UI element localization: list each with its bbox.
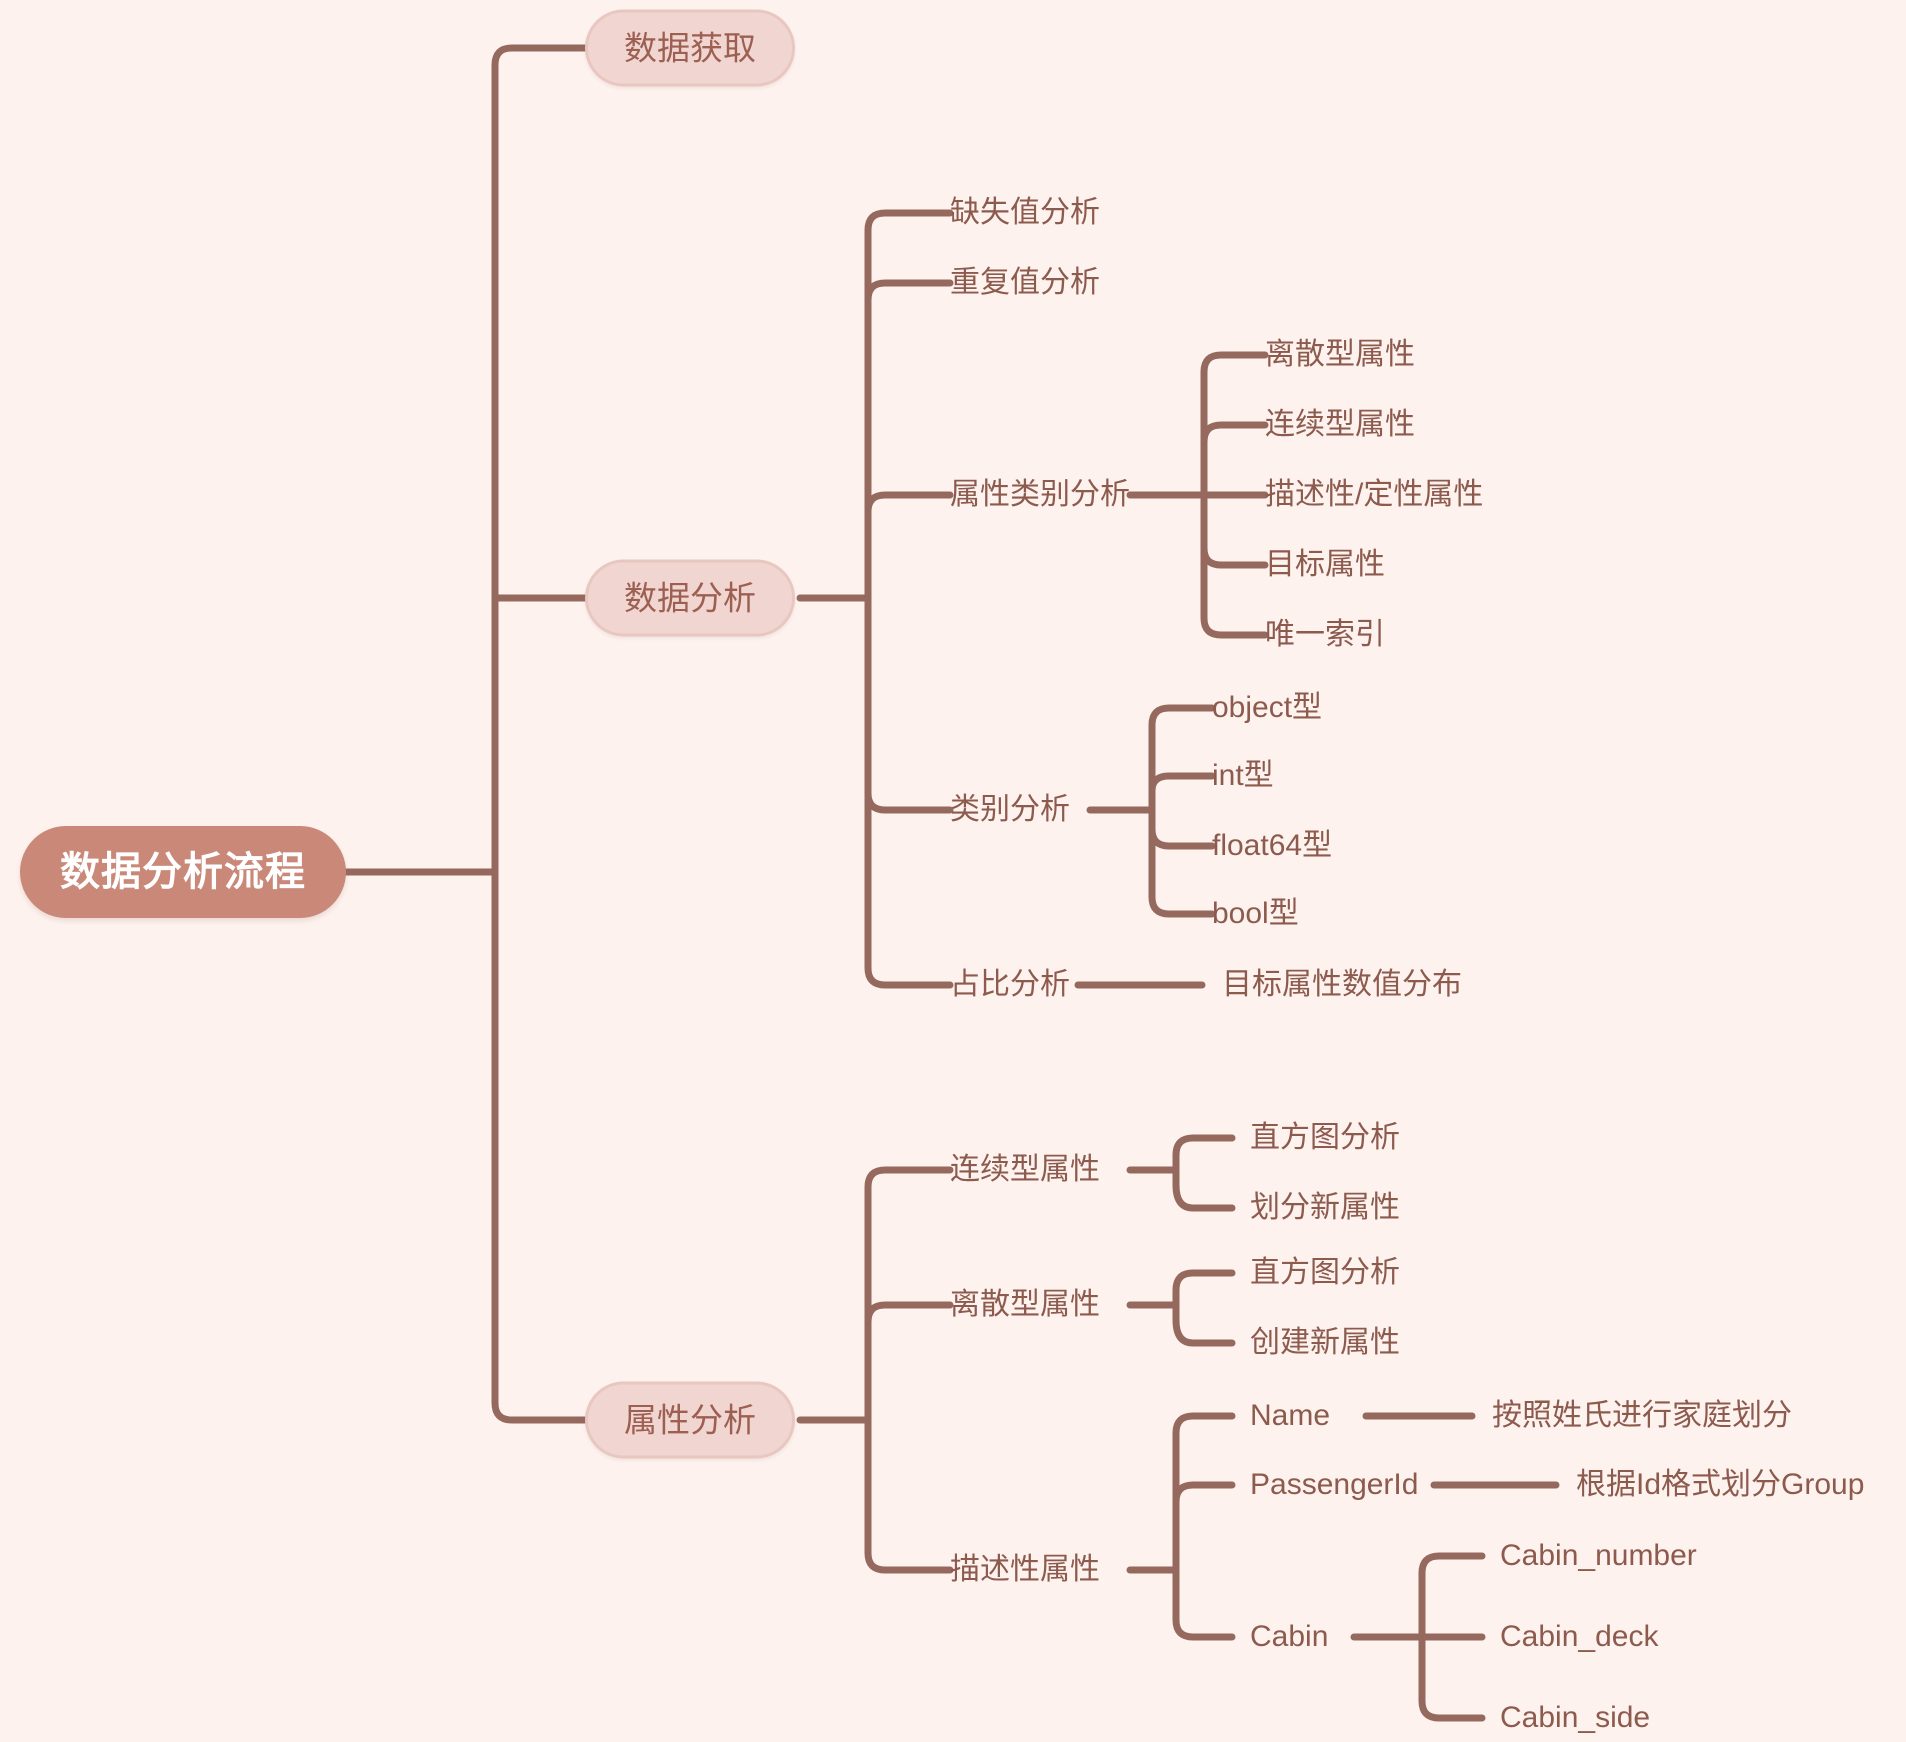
node-family-split-by-surname[interactable]: 按照姓氏进行家庭划分 <box>1492 1399 1792 1432</box>
node-object-type[interactable]: object型 <box>1212 691 1323 724</box>
wire-b1c3-g2 <box>1148 806 1216 850</box>
root-node[interactable]: 数据分析流程 <box>20 826 346 918</box>
node-target-attribute[interactable]: 目标属性 <box>1265 548 1385 581</box>
wire-b2c1-g0 <box>1172 1269 1236 1309</box>
node-histogram-analysis-continuous[interactable]: 直方图分析 <box>1250 1121 1400 1154</box>
node-continuous-attribute[interactable]: 连续型属性 <box>1265 408 1415 441</box>
wire-b2c0-g1 <box>1172 1166 1236 1212</box>
wire-cabin-h0 <box>1418 1552 1486 1641</box>
node-missing-value-analysis[interactable]: 缺失值分析 <box>950 196 1100 229</box>
node-cabin-number[interactable]: Cabin_number <box>1500 1539 1697 1572</box>
node-cabin-side[interactable]: Cabin_side <box>1500 1701 1651 1734</box>
wire-b1-c3 <box>864 594 954 814</box>
branch-node-attribute-analysis[interactable]: 属性分析 <box>585 1381 795 1459</box>
node-descriptive-qualitative-attribute[interactable]: 描述性/定性属性 <box>1265 478 1484 511</box>
node-bool-type[interactable]: bool型 <box>1212 897 1299 930</box>
wire-b1c2-g4 <box>1200 491 1269 639</box>
wire-trunk-b0 <box>491 44 589 876</box>
node-attr-descriptive-attribute[interactable]: 描述性属性 <box>950 1553 1100 1586</box>
wire-b1-c2 <box>864 491 954 602</box>
node-histogram-analysis-discrete[interactable]: 直方图分析 <box>1250 1256 1400 1289</box>
wire-trunk-b2 <box>491 868 589 1424</box>
wire-b2c1-g1 <box>1172 1301 1236 1347</box>
wire-b1-c4 <box>864 594 954 989</box>
wire-b2c2-g2 <box>1172 1566 1236 1641</box>
node-ratio-analysis[interactable]: 占比分析 <box>950 968 1070 1001</box>
node-passengerid-field[interactable]: PassengerId <box>1250 1468 1419 1501</box>
node-create-new-attribute[interactable]: 创建新属性 <box>1250 1326 1400 1359</box>
node-cabin-deck[interactable]: Cabin_deck <box>1500 1620 1659 1653</box>
node-divide-new-attribute[interactable]: 划分新属性 <box>1250 1191 1400 1224</box>
wire-b2c2-g1 <box>1172 1481 1236 1574</box>
branch-node-data-acquisition[interactable]: 数据获取 <box>585 9 795 87</box>
node-int-type[interactable]: int型 <box>1212 759 1274 792</box>
wire-b2-c1 <box>864 1301 954 1424</box>
wire-b1-c0 <box>864 209 954 602</box>
node-name-field[interactable]: Name <box>1250 1399 1331 1432</box>
node-unique-index[interactable]: 唯一索引 <box>1265 618 1385 651</box>
wire-b1c3-g0 <box>1148 704 1216 814</box>
wire-cabin-h2 <box>1418 1633 1486 1722</box>
node-group-split-by-id-format[interactable]: 根据Id格式划分Group <box>1576 1468 1865 1501</box>
wire-b1c2-g0 <box>1200 351 1269 499</box>
node-attribute-category-analysis[interactable]: 属性类别分析 <box>950 478 1130 511</box>
wire-b2c2-g0 <box>1172 1412 1236 1574</box>
node-attr-continuous-attribute[interactable]: 连续型属性 <box>950 1153 1100 1186</box>
wire-b1c3-g1 <box>1148 772 1216 814</box>
node-category-analysis[interactable]: 类别分析 <box>950 793 1070 826</box>
wire-b1-c1 <box>864 279 954 602</box>
wire-b2-c0 <box>864 1166 954 1424</box>
node-float64-type[interactable]: float64型 <box>1212 829 1333 862</box>
wire-b1c2-g1 <box>1200 421 1269 499</box>
wire-trunk-b1 <box>491 594 589 876</box>
node-cabin-field[interactable]: Cabin <box>1250 1620 1329 1653</box>
wire-b2c0-g0 <box>1172 1134 1236 1174</box>
wire-b1c2-g3 <box>1200 491 1269 569</box>
wire-b1c3-g3 <box>1148 806 1216 918</box>
wire-b2-c2 <box>864 1416 954 1574</box>
node-attr-discrete-attribute[interactable]: 离散型属性 <box>950 1288 1100 1321</box>
branch-node-data-analysis[interactable]: 数据分析 <box>585 559 795 637</box>
node-duplicate-value-analysis[interactable]: 重复值分析 <box>950 266 1100 299</box>
node-target-attribute-value-distribution[interactable]: 目标属性数值分布 <box>1222 968 1462 1001</box>
node-discrete-attribute[interactable]: 离散型属性 <box>1265 338 1415 371</box>
